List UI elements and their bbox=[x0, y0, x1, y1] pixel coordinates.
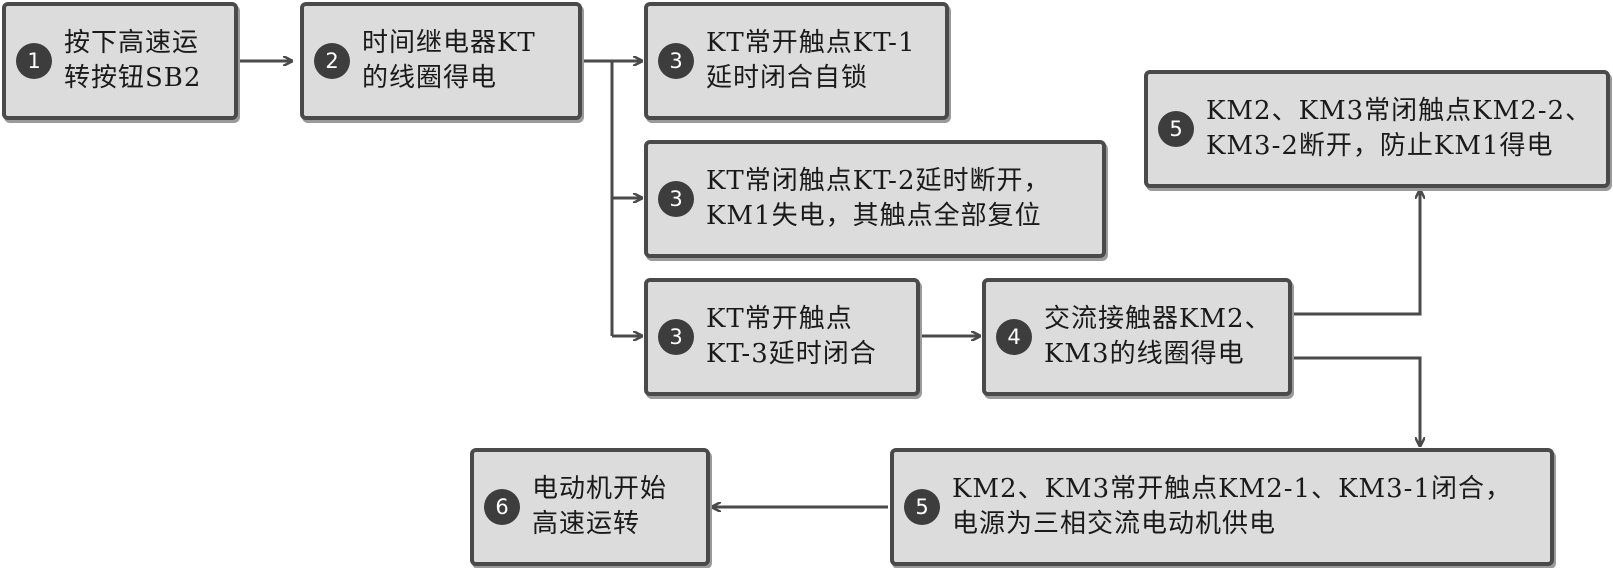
node-step3-kt2: 3 KT常闭触点KT-2延时断开， KM1失电，其触点全部复位 bbox=[644, 140, 1106, 258]
node-text-line1: KM2、KM3常开触点KM2-1、KM3-1闭合， bbox=[952, 474, 1513, 504]
step-badge: 2 bbox=[314, 43, 350, 79]
step-badge: 3 bbox=[658, 43, 694, 79]
node-text-line1: KT常开触点 bbox=[706, 304, 853, 334]
node-text-line2: KM3的线圈得电 bbox=[1044, 339, 1245, 369]
node-step3-kt3: 3 KT常开触点 KT-3延时闭合 bbox=[644, 278, 920, 396]
node-text-line1: KT常开触点KT-1 bbox=[706, 28, 916, 58]
node-text-line1: 时间继电器KT bbox=[362, 28, 536, 58]
step-badge: 4 bbox=[996, 319, 1032, 355]
node-text-line1: 电动机开始 bbox=[532, 474, 668, 504]
node-step1: 1 按下高速运转按钮SB2 bbox=[2, 2, 238, 120]
node-text-line2: KM3-2断开，防止KM1得电 bbox=[1206, 131, 1554, 161]
node-text-line2: 电源为三相交流电动机供电 bbox=[952, 509, 1277, 539]
step-badge: 3 bbox=[658, 181, 694, 217]
node-step5-nc-contacts: 5 KM2、KM3常闭触点KM2-2、 KM3-2断开，防止KM1得电 bbox=[1144, 70, 1610, 188]
node-text-line2: KM1失电，其触点全部复位 bbox=[706, 201, 1042, 231]
step-badge: 1 bbox=[16, 43, 52, 79]
node-text-line2: 延时闭合自锁 bbox=[706, 63, 869, 93]
node-text-line1: 按下高速运 bbox=[64, 28, 200, 58]
node-step4: 4 交流接触器KM2、 KM3的线圈得电 bbox=[982, 278, 1292, 396]
node-text-line2: KT-3延时闭合 bbox=[706, 339, 877, 369]
node-step5-no-contacts: 5 KM2、KM3常开触点KM2-1、KM3-1闭合， 电源为三相交流电动机供电 bbox=[890, 448, 1554, 566]
node-text-line2: 转按钮SB2 bbox=[64, 63, 202, 93]
node-step2: 2 时间继电器KT 的线圈得电 bbox=[300, 2, 582, 120]
node-text-line1: KT常闭触点KT-2延时断开， bbox=[706, 166, 1051, 196]
node-text-line2: 的线圈得电 bbox=[362, 63, 498, 93]
node-step3-kt1: 3 KT常开触点KT-1 延时闭合自锁 bbox=[644, 2, 949, 120]
node-text-line1: 交流接触器KM2、 bbox=[1044, 304, 1272, 334]
node-text-line1: KM2、KM3常闭触点KM2-2、 bbox=[1206, 96, 1593, 126]
arrow-4-to-5a bbox=[1292, 190, 1420, 316]
step-badge: 3 bbox=[658, 319, 694, 355]
node-text-line2: 高速运转 bbox=[532, 509, 641, 539]
node-step6: 6 电动机开始高速运转 bbox=[470, 448, 710, 566]
arrow-4-to-5b bbox=[1292, 356, 1420, 446]
step-badge: 5 bbox=[1158, 111, 1194, 147]
step-badge: 6 bbox=[484, 489, 520, 525]
step-badge: 5 bbox=[904, 489, 940, 525]
